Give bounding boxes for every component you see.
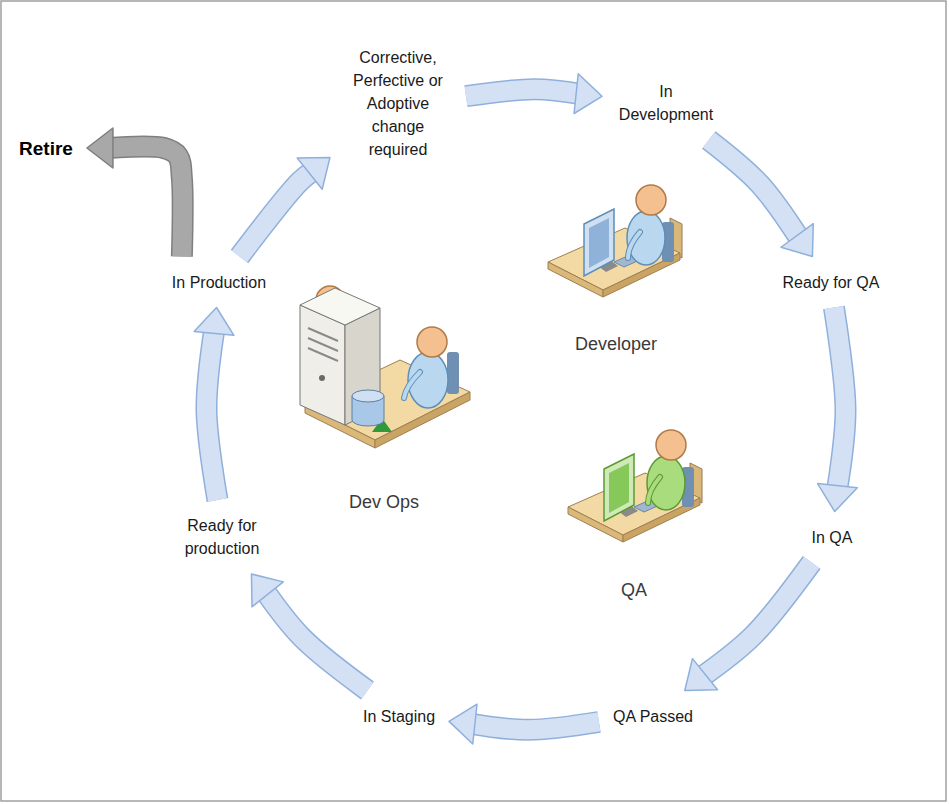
flow-arrow bbox=[449, 704, 599, 744]
arrow-outline bbox=[264, 590, 367, 690]
state-text: In Development bbox=[616, 80, 716, 126]
arrow-shaft bbox=[709, 140, 800, 240]
arrow-shaft bbox=[108, 147, 183, 257]
role-label: Dev Ops bbox=[349, 492, 419, 513]
flow-arrow bbox=[685, 563, 812, 691]
state-label: In Development bbox=[614, 78, 718, 128]
role-label: QA bbox=[621, 580, 647, 601]
exit-label: Retire bbox=[17, 135, 75, 162]
state-text: QA Passed bbox=[613, 705, 693, 728]
arrow-head bbox=[87, 128, 113, 168]
arrow-head bbox=[818, 484, 858, 512]
arrow-shaft bbox=[701, 563, 812, 678]
flow-arrow bbox=[240, 157, 330, 256]
arrow-outline bbox=[470, 722, 599, 730]
arrow-outline bbox=[709, 140, 800, 240]
arrow-shaft bbox=[834, 308, 846, 491]
state-label: Corrective, Perfective or Adoptive chang… bbox=[342, 44, 454, 163]
state-label: Ready for production bbox=[172, 512, 272, 562]
arrow-outline bbox=[207, 328, 218, 500]
qa-figure bbox=[568, 430, 702, 542]
state-text: Corrective, Perfective or Adoptive chang… bbox=[344, 46, 452, 161]
arrow-shaft bbox=[470, 722, 599, 730]
arrow-shaft bbox=[264, 590, 367, 690]
state-text: In Staging bbox=[363, 705, 435, 728]
state-label: Ready for QA bbox=[781, 269, 882, 296]
arrow-shaft bbox=[466, 89, 581, 96]
arrow-outline bbox=[108, 147, 183, 257]
arrow-head bbox=[685, 659, 718, 691]
arrow-shaft bbox=[240, 170, 314, 256]
state-text: Ready for QA bbox=[783, 271, 880, 294]
state-text: Ready for production bbox=[174, 514, 270, 560]
arrow-outline bbox=[466, 89, 581, 96]
flow-arrow bbox=[466, 74, 602, 114]
flow-arrow bbox=[194, 308, 234, 501]
flow-arrow bbox=[818, 308, 858, 512]
state-text: In Production bbox=[172, 271, 266, 294]
state-label: In QA bbox=[810, 524, 855, 551]
arrow-head bbox=[574, 74, 602, 114]
arrow-head bbox=[194, 308, 234, 336]
state-label: In Staging bbox=[361, 703, 437, 730]
devops-figure bbox=[300, 286, 470, 448]
state-text: Retire bbox=[19, 137, 73, 160]
arrow-outline bbox=[834, 308, 846, 491]
arrow-head bbox=[297, 157, 330, 189]
developer-figure bbox=[548, 185, 682, 297]
role-label: Developer bbox=[575, 334, 657, 355]
state-label: QA Passed bbox=[611, 703, 695, 730]
arrow-shaft bbox=[207, 328, 218, 500]
flow-arrow bbox=[251, 574, 367, 691]
flow-arrow bbox=[709, 140, 814, 257]
arrow-outline bbox=[701, 563, 812, 678]
arrow-head bbox=[449, 704, 477, 744]
state-text: In QA bbox=[812, 526, 853, 549]
arrow-head bbox=[251, 574, 283, 607]
arrow-outline bbox=[240, 170, 314, 256]
state-label: In Production bbox=[170, 269, 268, 296]
retire-arrow bbox=[87, 128, 183, 257]
arrow-head bbox=[781, 224, 813, 257]
